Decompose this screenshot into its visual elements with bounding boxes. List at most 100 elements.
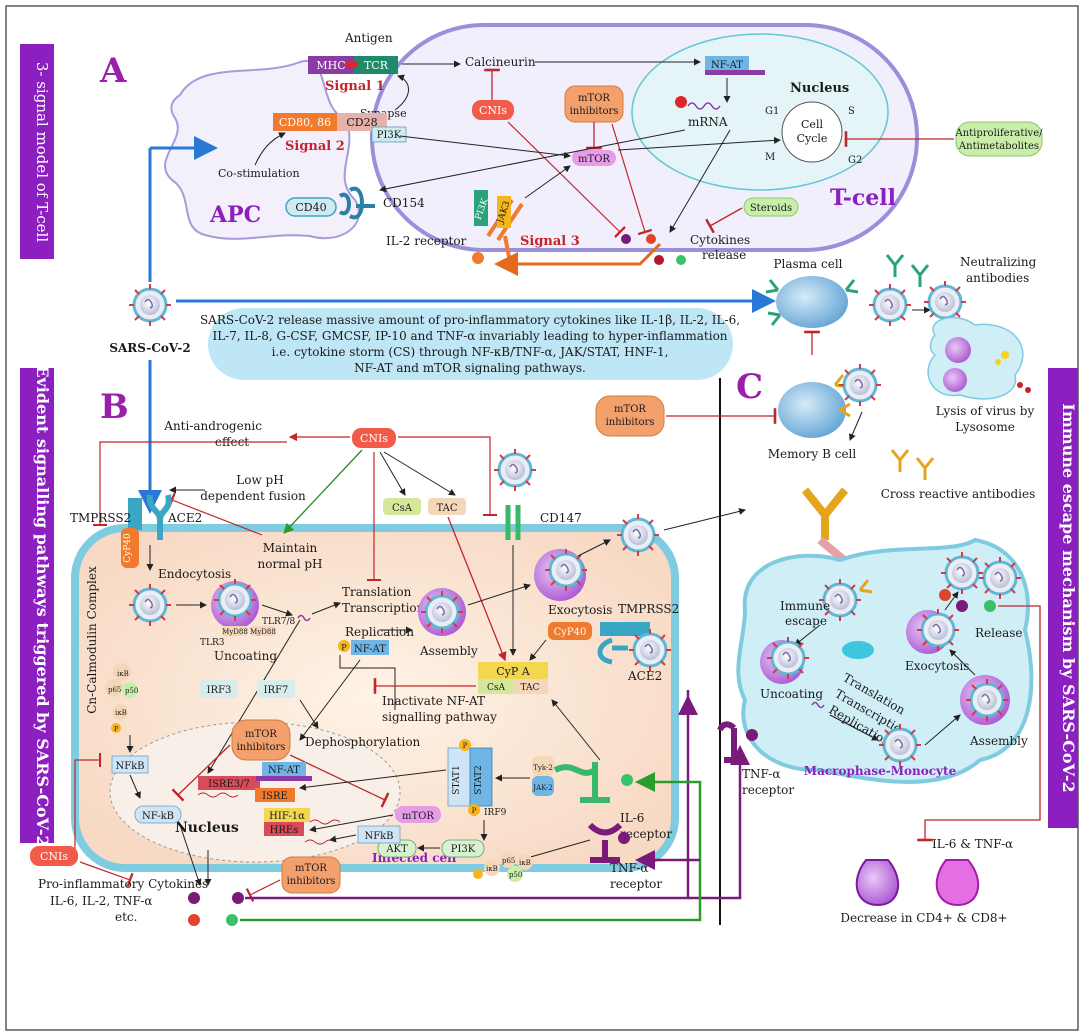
antiprolif-1: Antiproliferative/	[955, 128, 1044, 139]
nfat-box-b	[351, 640, 389, 655]
cytokine-dot-1	[621, 234, 631, 244]
virus-cd147	[492, 447, 538, 493]
memory-label: Memory B cell	[768, 447, 857, 461]
cd147-label: CD147	[540, 511, 582, 525]
isre37-label: ISRE3/7	[208, 779, 250, 790]
tnfr-c-1: TNF-α	[742, 767, 780, 781]
isre-label: ISRE	[262, 791, 288, 802]
virus-assembly-c-1	[877, 722, 923, 768]
release-dot-3	[984, 600, 996, 612]
mtor-inh-a-1: mTOR	[578, 93, 610, 104]
mhc-box	[308, 56, 354, 74]
cytokine-b-4	[226, 914, 238, 926]
csa-box-2	[478, 679, 513, 694]
cnis-label-c: CNIs	[40, 850, 68, 863]
sars-virus-main	[127, 282, 173, 328]
mtor-inhibitors-box-b	[231, 719, 291, 761]
virus-exocytosis	[543, 547, 589, 593]
maintain-ph-inhibit	[168, 492, 263, 536]
lysis-1: Lysis of virus by	[936, 404, 1035, 418]
mtor-inh-c-2: inhibitors	[287, 876, 336, 887]
uncoating-to-rna	[261, 604, 293, 617]
stat1-label: STAT1	[452, 765, 462, 794]
ace2-label: ACE2	[167, 511, 202, 525]
tlr78-label: TLR7/8	[262, 617, 296, 627]
tac-label-2: TAC	[521, 683, 540, 693]
replication-label: Replication	[345, 625, 414, 639]
mtor-inh-a-2: inhibitors	[570, 106, 619, 117]
jak3-box	[497, 196, 511, 228]
pi3k-label-a: PI3K	[377, 130, 402, 141]
viral-rna-c	[811, 701, 825, 709]
nfat-p-label-1: P	[341, 643, 347, 652]
cytokine-b-3	[188, 914, 200, 926]
storm-line-2: IL-7, IL-8, G-CSF, GMCSF, IP-10 and TNF-…	[212, 329, 727, 343]
cnis-label-b: CNIs	[360, 432, 388, 445]
steroids-box	[743, 197, 799, 217]
mtor-inh-c-1: mTOR	[295, 863, 327, 874]
tcell-nucleus-label: Nucleus	[790, 81, 849, 96]
virus-ace2-r	[627, 627, 673, 673]
il-line-label: IL-6, IL-2, TNF-α	[50, 894, 153, 908]
p50-label: p50	[125, 687, 138, 695]
storm-line-3: i.e. cytokine storm (CS) through NF-κB/T…	[272, 345, 669, 359]
neut-1: Neutralizing	[960, 255, 1037, 269]
macrophage-label: Macrophase-Monocyte	[804, 764, 957, 778]
antigen-label: Antigen	[344, 31, 393, 45]
memory-b-cell	[778, 382, 846, 438]
signal2-label: Signal 2	[285, 139, 345, 154]
assembly-to-exocytosis-c	[949, 649, 976, 676]
anti-androgenic-1: Anti-androgenic	[163, 419, 262, 433]
cd80-label: CD80, 86	[279, 116, 331, 129]
assembly-to-exocytosis	[467, 583, 531, 606]
tnfr-b-2: receptor	[610, 877, 662, 891]
steroids-label: Steroids	[750, 203, 792, 214]
hif-label: HIF-1α	[269, 811, 305, 822]
virus-memory	[837, 362, 883, 408]
cd28-box	[337, 113, 387, 131]
virus-exocytosis-c	[915, 607, 961, 653]
mtor-inh-b-1: mTOR	[245, 729, 277, 740]
cell-cycle-1: Cell	[801, 118, 823, 131]
tcr-label: TCR	[364, 59, 389, 72]
release-dot-2	[956, 600, 968, 612]
steroids-inhibit	[705, 207, 743, 234]
cd4-cell	[855, 859, 900, 907]
mtor-to-cycle-arrow	[617, 136, 781, 151]
maintain-1: Maintain	[263, 541, 318, 555]
antigen-peptide	[346, 62, 358, 68]
csa-box	[383, 498, 421, 515]
inactivate-1: Inactivate NF-AT	[382, 694, 485, 708]
assembly-label: Assembly	[419, 644, 478, 658]
ikb-p-label: P	[114, 726, 118, 733]
cytokine-b-2	[232, 892, 244, 904]
ikb-label-2: iκB	[115, 709, 127, 717]
stat-p-label-1: P	[463, 742, 468, 750]
cyp40-box-b	[121, 528, 139, 568]
release-dot-1	[939, 589, 951, 601]
storm-line-1: SARS-CoV-2 release massive amount of pro…	[200, 313, 740, 327]
mrna-strand	[687, 102, 721, 110]
mtor-inh-inhibit-cytokines	[611, 123, 653, 236]
tcr-box	[354, 56, 398, 74]
low-ph-2: dependent fusion	[200, 489, 306, 503]
plasma-label: Plasma cell	[773, 257, 842, 271]
myd88-box-2	[250, 626, 276, 636]
section-label-box-b	[20, 368, 54, 843]
neut-2: antibodies	[966, 271, 1029, 285]
costim-label: Co-stimulation	[218, 167, 300, 180]
immune-2: escape	[785, 614, 827, 628]
pi3k-box-b	[441, 839, 485, 858]
g2-label: G2	[848, 155, 862, 166]
mtor-inh-b-2: inhibitors	[237, 742, 286, 753]
myd88-label-1: MyD88	[222, 628, 248, 636]
assembly-c-label: Assembly	[969, 734, 1028, 748]
cnis-maintain-ph	[283, 449, 363, 534]
cnis-to-tac	[383, 451, 456, 496]
cnis-box-a	[472, 100, 514, 120]
translation-label: Translation	[342, 585, 412, 599]
uncoating-label: Uncoating	[214, 649, 277, 663]
virus-plasma	[867, 282, 913, 328]
pi3k-label-b: PI3K	[451, 844, 476, 855]
cd154-receptor	[338, 186, 375, 220]
